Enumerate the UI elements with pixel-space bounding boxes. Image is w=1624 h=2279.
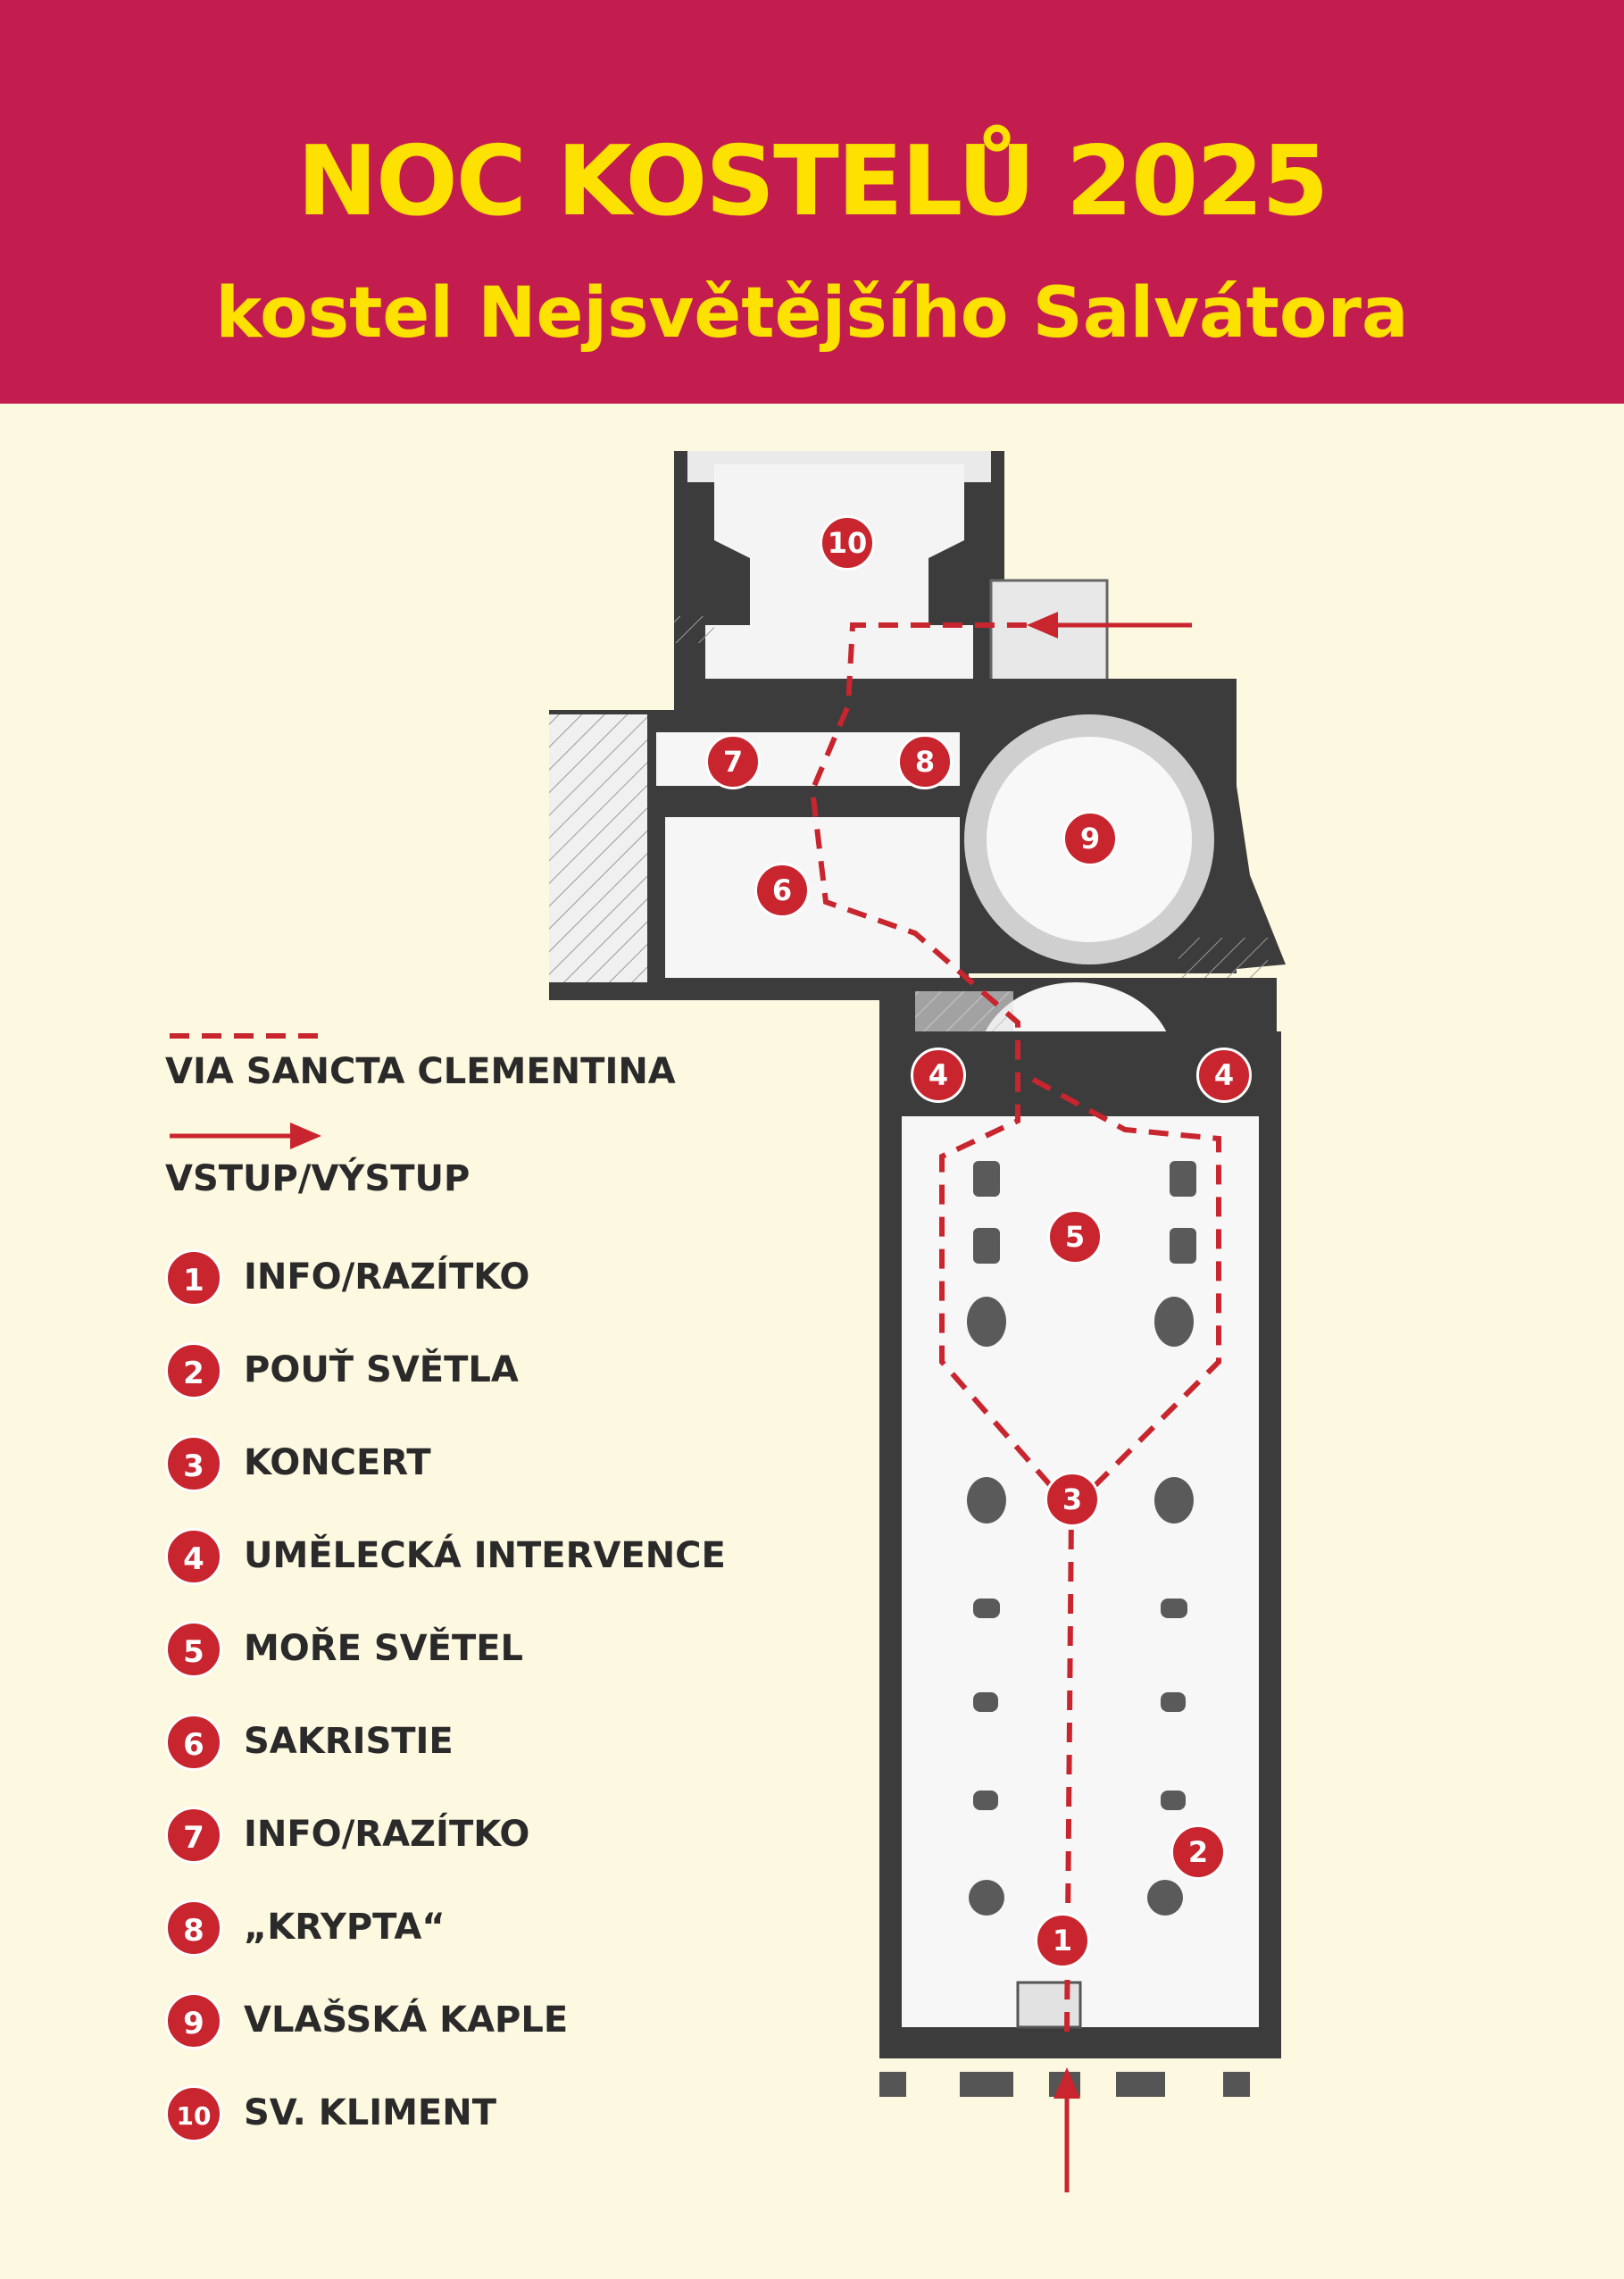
column xyxy=(1170,1228,1196,1264)
legend-label: SV. KLIMENT xyxy=(244,2092,496,2133)
map-marker-8: 8 xyxy=(897,734,953,789)
wall-east-connector xyxy=(1187,786,1286,973)
pillar xyxy=(1116,2072,1165,2097)
column xyxy=(973,1692,998,1712)
facade-pillars xyxy=(879,2072,1250,2097)
header-banner xyxy=(0,0,1624,404)
route-segment xyxy=(1025,1073,1221,1512)
pillar xyxy=(1223,2072,1250,2097)
entry-exit-arrows xyxy=(1027,612,1192,2192)
map-marker-4-left: 4 xyxy=(911,1048,966,1103)
map-marker-2: 2 xyxy=(1170,1824,1226,1880)
room-sacristy xyxy=(665,817,960,978)
legend-route-label: VIA SANCTA CLEMENTINA xyxy=(165,1051,676,1092)
legend-entry-label: VSTUP/VÝSTUP xyxy=(165,1158,471,1199)
route-via-sancta-clementina xyxy=(809,622,1221,2033)
pillar xyxy=(960,2072,1013,2097)
legend-label: SAKRISTIE xyxy=(244,1721,454,1762)
main-entrance-vestibule xyxy=(1016,1981,1082,2029)
column xyxy=(1161,1599,1187,1618)
legend-badge: 6 xyxy=(165,1714,222,1771)
column xyxy=(969,1880,1004,1916)
route-segment xyxy=(809,622,1074,1511)
legend-label: „KRYPTA“ xyxy=(244,1907,446,1948)
building-walls xyxy=(549,451,1286,2058)
column xyxy=(967,1297,1006,1347)
legend-arrow-head xyxy=(290,1123,321,1149)
column xyxy=(973,1791,998,1810)
nave-columns xyxy=(967,1161,1196,1916)
page-subtitle: kostel Nejsvětějšího Salvátora xyxy=(215,273,1409,354)
map-marker-6: 6 xyxy=(754,863,810,918)
column xyxy=(1170,1161,1196,1197)
column xyxy=(1147,1880,1183,1916)
legend-badge: 7 xyxy=(165,1807,222,1864)
column xyxy=(1154,1477,1194,1524)
side-entry-arrow-head xyxy=(1027,612,1058,639)
legend-badge: 2 xyxy=(165,1342,222,1399)
legend-badge: 1 xyxy=(165,1249,222,1306)
column xyxy=(973,1161,1000,1197)
column xyxy=(1161,1791,1186,1810)
column xyxy=(973,1599,1000,1618)
column xyxy=(973,1228,1000,1264)
page-title: NOC KOSTELŮ 2025 xyxy=(296,126,1329,238)
legend-badge: 3 xyxy=(165,1435,222,1492)
west-corridor-hatch xyxy=(549,714,647,982)
map-marker-10: 10 xyxy=(820,515,875,571)
column xyxy=(967,1477,1006,1524)
hatch-area xyxy=(674,616,714,643)
map-marker-9: 9 xyxy=(1062,811,1118,866)
legend-badge: 8 xyxy=(165,1899,222,1957)
legend-badge: 10 xyxy=(165,2085,222,2142)
column xyxy=(1154,1297,1194,1347)
map-marker-3: 3 xyxy=(1045,1472,1100,1527)
legend-label: POUŤ SVĚTLA xyxy=(244,1349,519,1390)
main-entry-arrow-head xyxy=(1054,2067,1080,2099)
map-marker-4-right: 4 xyxy=(1196,1048,1252,1103)
legend-label: INFO/RAZÍTKO xyxy=(244,1814,530,1855)
legend-label: UMĚLECKÁ INTERVENCE xyxy=(244,1535,726,1576)
legend-badge: 5 xyxy=(165,1621,222,1678)
map-marker-5: 5 xyxy=(1047,1209,1103,1265)
route-segment xyxy=(1064,1508,1074,2033)
column xyxy=(1161,1692,1186,1712)
legend-badge: 4 xyxy=(165,1528,222,1585)
legend-symbols xyxy=(170,1033,321,1149)
map-marker-7: 7 xyxy=(705,734,761,789)
legend-badge: 9 xyxy=(165,1992,222,2049)
legend-label: INFO/RAZÍTKO xyxy=(244,1256,530,1298)
legend-label: KONCERT xyxy=(244,1442,431,1483)
floor-st-kliment xyxy=(705,464,973,679)
map-marker-1: 1 xyxy=(1035,1913,1090,1968)
pillar xyxy=(879,2072,906,2097)
legend-label: MOŘE SVĚTEL xyxy=(244,1628,524,1669)
legend-label: VLAŠSKÁ KAPLE xyxy=(244,1999,569,2041)
